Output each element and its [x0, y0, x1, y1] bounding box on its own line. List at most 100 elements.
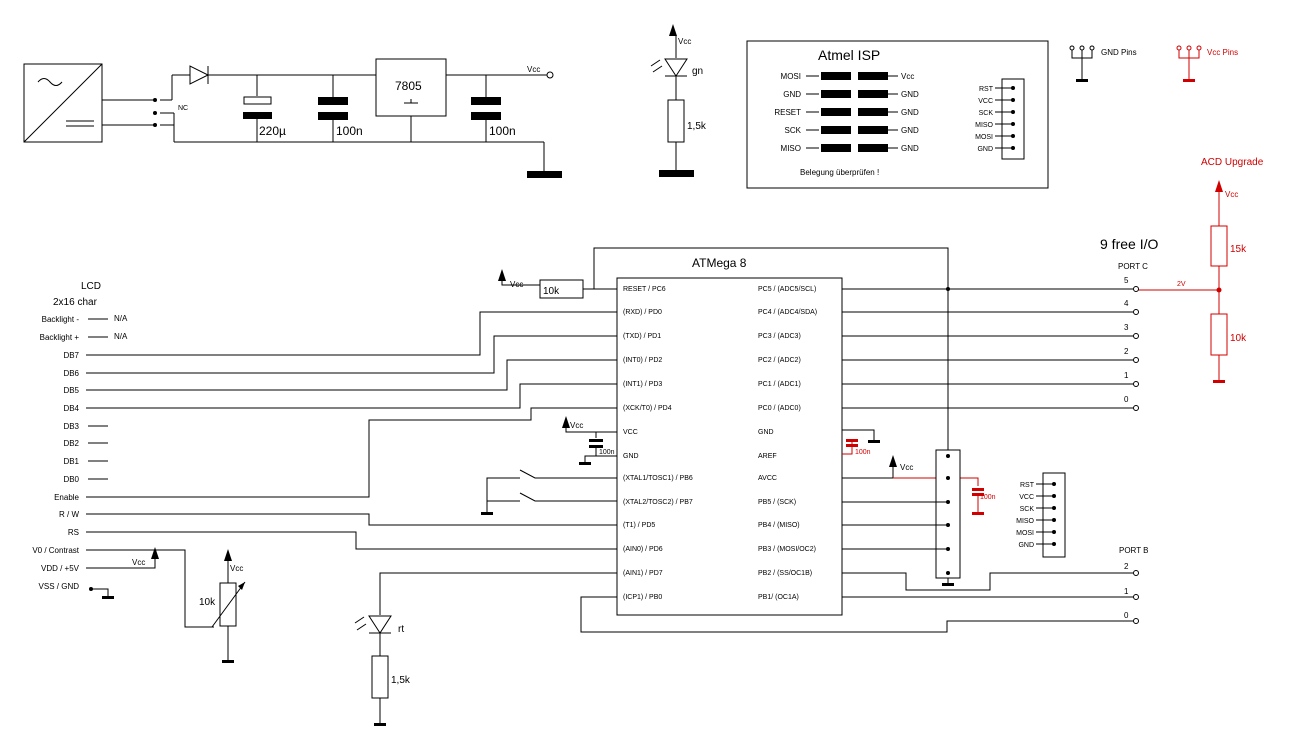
isp-header-2 — [1042, 472, 1066, 558]
mcu-right-pin: AREF — [758, 453, 777, 460]
lcd-pin-label: DB5 — [63, 386, 79, 395]
ground-symbol — [527, 171, 562, 178]
portc-terminal — [1133, 286, 1139, 292]
lcd-pin-label: Backlight + — [40, 333, 80, 342]
isp-header — [1001, 78, 1025, 160]
isp-pin-pad — [858, 144, 888, 152]
cap-100n-label-2: 100n — [489, 124, 516, 138]
status-res-label: 1,5k — [391, 675, 411, 686]
power-led: Vcc gn 1,5k — [650, 24, 707, 177]
mcu-right-pin: PB1/ (OC1A) — [758, 594, 799, 601]
mcu-left-pin: (INT0) / PD2 — [623, 357, 662, 364]
portc-pin: 1 — [1124, 371, 1129, 380]
mcu-right-pin: PC5 / (ADC5/SCL) — [758, 286, 816, 293]
mcu-right-pin: PC4 / (ADC4/SDA) — [758, 309, 817, 316]
capacitor-plate — [318, 97, 348, 105]
lcd-vdd-vcc: Vcc — [132, 558, 145, 567]
lcd-pin-label: VDD / +5V — [41, 564, 80, 573]
lcd-pin-label: V0 / Contrast — [32, 546, 79, 555]
backlight-plus-na: N/A — [114, 332, 128, 341]
portc-pin: 4 — [1124, 299, 1129, 308]
isp-pin-pad — [858, 126, 888, 134]
isp-header2-pin-label: RST — [1020, 482, 1035, 489]
mcu-body — [616, 277, 843, 616]
isp-pin-label: SCK — [785, 126, 802, 135]
avcc-cap-label: 100n — [980, 494, 996, 501]
resistor — [667, 99, 685, 143]
mcu-left-pin: (TXD) / PD1 — [623, 333, 661, 340]
mcu-left-pin: (XTAL1/TOSC1) / PB6 — [623, 475, 693, 482]
isp-pin-label: GND — [783, 90, 801, 99]
isp-pin-label: GND — [901, 126, 919, 135]
isp-pin-label: MOSI — [781, 72, 801, 81]
cap-220u-label: 220µ — [259, 124, 286, 138]
isp-pin-label: MISO — [781, 144, 801, 153]
vcc-arrow-icon — [669, 24, 677, 36]
portc-terminal — [1133, 309, 1139, 315]
isp-pin-label: GND — [901, 108, 919, 117]
vcc-arrow-icon — [562, 416, 570, 428]
regulator-7805 — [375, 58, 447, 117]
vcc-arrow-icon — [1215, 180, 1223, 192]
led-icon — [664, 58, 688, 77]
mcu-right-pin: PC2 / (ADC2) — [758, 357, 801, 364]
lcd-pin-label: DB0 — [63, 475, 79, 484]
acd-vcc-label: Vcc — [1225, 190, 1238, 199]
portb-label: PORT B — [1119, 546, 1149, 555]
isp-header2-pin-label: SCK — [1020, 506, 1035, 513]
pot-label: 10k — [199, 597, 216, 608]
lcd-pin-label: DB4 — [63, 404, 79, 413]
isp-strip — [935, 449, 961, 579]
isp-note: Belegung überprüfen ! — [800, 168, 879, 177]
lcd-pin-label: VSS / GND — [39, 582, 80, 591]
acd-resistor-15k — [1210, 225, 1228, 267]
mcu-left-pin: (RXD) / PD0 — [623, 309, 662, 316]
mcu-vcc-label: Vcc — [570, 421, 583, 430]
nc-label: NC — [178, 105, 188, 112]
lcd-pin-label: DB2 — [63, 439, 79, 448]
mcu-left-pin: GND — [623, 453, 639, 460]
acd-voltage-label: 2V — [1177, 281, 1186, 288]
isp-pin-pad — [821, 90, 851, 98]
lcd-pin-label: Enable — [54, 493, 79, 502]
legend: GND Pins Vcc Pins — [1069, 45, 1238, 82]
portb-pin-0: 0 — [1124, 611, 1129, 620]
isp-pin-label: RESET — [774, 108, 801, 117]
mcu-right-pin: GND — [758, 429, 774, 436]
mcu-right-pin: PB3 / (MOSI/OC2) — [758, 546, 816, 553]
isp-header-pin-label: MOSI — [975, 134, 993, 141]
lcd-pin-label: RS — [68, 528, 79, 537]
diode-icon — [189, 65, 210, 85]
mcu-left-pin: (XTAL2/TOSC2) / PB7 — [623, 499, 693, 506]
electrolytic-capacitor — [243, 96, 272, 105]
mcu-left-pin: (AIN1) / PD7 — [623, 570, 663, 577]
vcc-arrow-icon — [498, 269, 506, 281]
lcd-pin-label: DB3 — [63, 422, 79, 431]
acd-title: ACD Upgrade — [1201, 157, 1264, 168]
portc-pin: 2 — [1124, 347, 1129, 356]
led-vcc-label: Vcc — [678, 37, 691, 46]
portb-pin-1: 1 — [1124, 587, 1129, 596]
pot-vcc-label: Vcc — [230, 564, 243, 573]
reset-res-label: 10k — [543, 286, 560, 297]
mcu-left-pin: (ICP1) / PB0 — [623, 594, 662, 601]
isp-header-pin-label: MISO — [975, 122, 993, 129]
aref-cap-label: 100n — [855, 449, 871, 456]
acd-resistor-10k — [1210, 313, 1228, 356]
lcd-subtitle: 2x16 char — [53, 297, 98, 308]
mcu-right-pin: PC0 / (ADC0) — [758, 405, 801, 412]
isp-header2-pin-label: MOSI — [1016, 530, 1034, 537]
vcc-label: Vcc — [527, 65, 540, 74]
ac-symbol — [37, 78, 63, 86]
isp-pin-pad — [858, 90, 888, 98]
isp-pin-pad — [821, 144, 851, 152]
portc-pin: 3 — [1124, 323, 1129, 332]
portc-label: PORT C — [1118, 262, 1148, 271]
isp-header-pin-label: SCK — [979, 110, 994, 117]
status-led-label: rt — [398, 624, 404, 635]
isp-pin-label: GND — [901, 90, 919, 99]
lcd-pin-label: Backlight - — [42, 315, 80, 324]
vcc-arrow-icon — [151, 547, 159, 559]
lcd-pin-label: DB7 — [63, 351, 79, 360]
